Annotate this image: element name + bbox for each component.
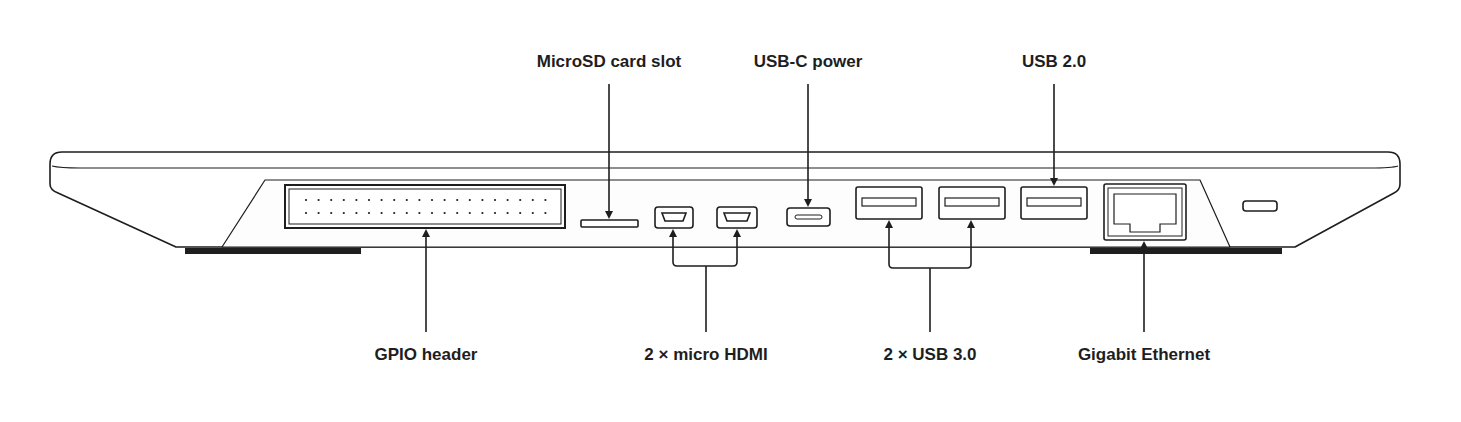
foot	[1090, 248, 1282, 254]
part-label: USB 2.0	[1022, 52, 1086, 72]
usb-c-port	[787, 208, 830, 226]
foot	[185, 248, 361, 254]
usb-port	[856, 187, 1087, 219]
ethernet-port	[1104, 184, 1186, 240]
part-label: 2 × USB 3.0	[883, 345, 976, 365]
part-label: GPIO header	[375, 345, 478, 365]
part-label: USB-C power	[754, 52, 863, 72]
micro-hdmi-port	[655, 207, 757, 228]
microsd-slot	[581, 220, 638, 227]
part-label: MicroSD card slot	[537, 52, 682, 72]
leader-line	[426, 84, 1144, 332]
gpio-header	[285, 185, 565, 228]
part-label: 2 × micro HDMI	[644, 345, 767, 365]
part-label: Gigabit Ethernet	[1078, 345, 1210, 365]
lock-slot	[1243, 201, 1277, 211]
